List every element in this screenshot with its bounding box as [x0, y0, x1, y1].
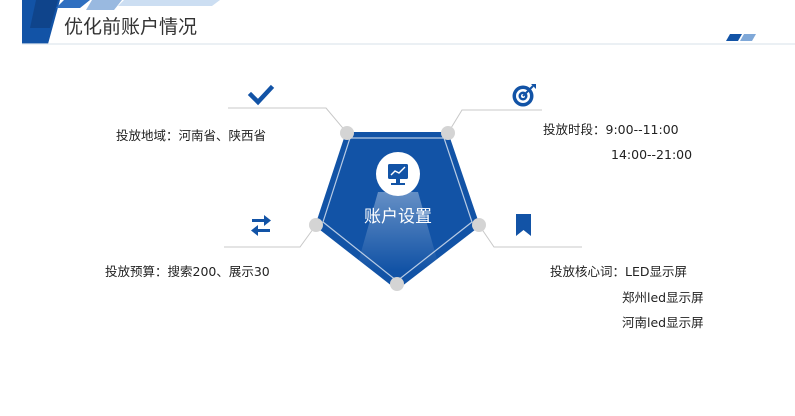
time-setting-line2: 14:00--21:00 — [611, 147, 693, 162]
page-title: 优化前账户情况 — [64, 16, 198, 38]
node-top-left — [340, 126, 354, 140]
node-bottom — [390, 277, 404, 291]
checkmark-icon — [247, 84, 275, 106]
swap-arrows-icon — [251, 215, 271, 236]
center-label: 账户设置 — [364, 207, 432, 227]
keyword-setting-line3: 河南led显示屏 — [622, 315, 704, 330]
node-left — [309, 218, 323, 232]
time-setting-line1: 投放时段：9:00--11:00 — [543, 122, 679, 137]
keyword-setting-line2: 郑州led显示屏 — [622, 290, 704, 305]
account-settings-pentagon — [315, 132, 480, 290]
connector-lines — [224, 107, 582, 248]
budget-setting: 投放预算：搜索200、展示30 — [105, 264, 270, 279]
header-decoration — [22, 0, 795, 45]
header-right-markers — [726, 34, 756, 41]
region-setting: 投放地域：河南省、陕西省 — [116, 128, 267, 143]
node-top-right — [441, 126, 455, 140]
bookmark-icon — [516, 214, 531, 236]
monitor-chart-icon — [376, 152, 420, 196]
pentagon-nodes — [309, 126, 486, 291]
target-icon — [512, 84, 536, 107]
node-right — [472, 218, 486, 232]
keyword-setting-line1: 投放核心词：LED显示屏 — [550, 264, 687, 279]
